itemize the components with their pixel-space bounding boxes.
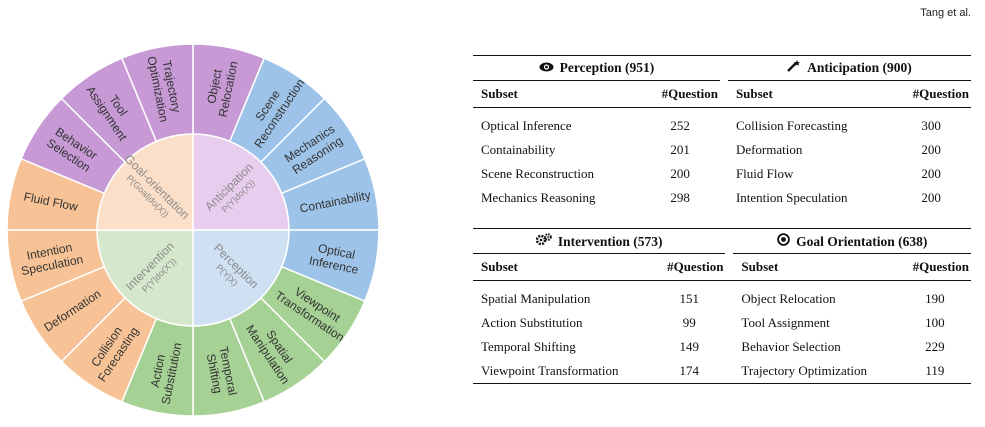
subset-name: Deformation [735, 142, 803, 157]
top-table: Perception (951) Anticipation (900) Subs… [473, 55, 971, 210]
question-count: 200 [921, 190, 941, 205]
anticipation-header: Anticipation (900) [727, 55, 971, 81]
intervention-header: Intervention (573) [473, 228, 726, 254]
eye-icon [539, 61, 554, 76]
subset-name: Behavior Selection [741, 339, 841, 354]
subset-name: Collision Forecasting [735, 118, 848, 133]
subset-name: Trajectory Optimization [741, 363, 867, 378]
col-question: #Question [912, 259, 969, 274]
goal-title: Goal Orientation (638) [796, 233, 928, 249]
perception-header: Perception (951) [473, 55, 720, 81]
subset-name: Containability [481, 142, 556, 157]
col-subset: Subset [481, 259, 518, 274]
col-subset: Subset [741, 259, 779, 274]
subset-name: Viewpoint Transformation [481, 363, 619, 378]
table-row: Action Substitution 99 Tool Assignment 1… [473, 311, 971, 335]
running-header-author: Tang et al. [920, 7, 971, 19]
subset-name: Action Substitution [481, 315, 583, 330]
table-row: Scene Reconstruction 200 Fluid Flow 200 [473, 162, 971, 186]
question-count: 201 [670, 142, 690, 157]
subset-name: Fluid Flow [735, 166, 794, 181]
perception-title: Perception (951) [559, 60, 655, 75]
bottom-table: Intervention (573) Goal Orientation (638… [473, 228, 971, 384]
question-count: 174 [679, 363, 700, 378]
target-icon [777, 232, 790, 250]
table-row: Spatial Manipulation 151 Object Relocati… [473, 287, 971, 311]
question-count: 298 [670, 190, 690, 205]
question-count: 151 [679, 291, 700, 306]
subset-name: Scene Reconstruction [481, 166, 594, 181]
question-count: 100 [925, 315, 945, 330]
goal-header: Goal Orientation (638) [733, 228, 971, 254]
question-count: 99 [682, 315, 696, 330]
subset-name: Mechanics Reasoning [481, 190, 596, 205]
subset-name: Spatial Manipulation [481, 291, 591, 306]
question-count: 229 [925, 339, 945, 354]
table-row: Containability 201 Deformation 200 [473, 138, 971, 162]
col-question: #Question [661, 86, 718, 101]
question-count: 252 [670, 118, 690, 133]
question-count: 190 [925, 291, 945, 306]
subset-name: Object Relocation [741, 291, 836, 306]
question-count: 200 [670, 166, 690, 181]
question-count: 200 [921, 166, 941, 181]
table-row: Temporal Shifting 149 Behavior Selection… [473, 335, 971, 359]
table-row: Mechanics Reasoning 298 Intention Specul… [473, 186, 971, 210]
anticipation-title: Anticipation (900) [807, 60, 912, 75]
question-count: 200 [921, 142, 941, 157]
question-count: 300 [921, 118, 941, 133]
subset-name: Intention Speculation [735, 190, 848, 205]
col-question: #Question [912, 86, 969, 101]
magic-wand-icon [787, 60, 801, 76]
outer-sector-trajectory-optimization [120, 43, 194, 143]
table-row: Viewpoint Transformation 174 Trajectory … [473, 359, 971, 384]
question-count: 119 [925, 363, 945, 378]
col-subset: Subset [481, 86, 518, 101]
subset-name: Tool Assignment [741, 315, 830, 330]
subset-name: Optical Inference [481, 118, 572, 133]
col-subset: Subset [735, 86, 773, 101]
table-row: Optical Inference 252 Collision Forecast… [473, 114, 971, 138]
intervention-title: Intervention (573) [557, 233, 663, 249]
col-question: #Question [667, 259, 724, 274]
gears-icon [535, 232, 552, 250]
subset-name: Temporal Shifting [481, 339, 576, 354]
question-count: 149 [679, 339, 700, 354]
